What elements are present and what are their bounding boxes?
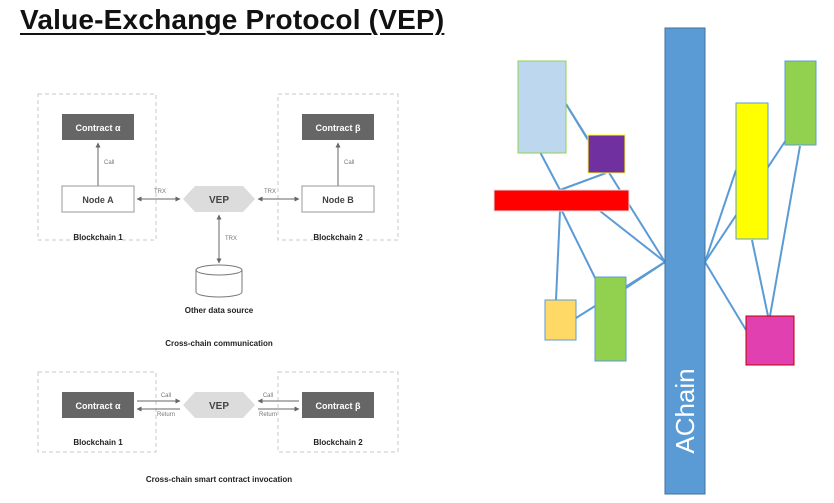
light-orange-node [544, 299, 577, 341]
link-lightblue-red [539, 151, 561, 191]
call-label-left: Call [161, 393, 171, 399]
trx-label-left: TRX [154, 189, 166, 195]
green-node-right [784, 60, 817, 146]
trx-label-down: TRX [225, 236, 237, 242]
blockchain-1-boundary [37, 93, 157, 241]
achain-diagram: AChain [493, 27, 817, 495]
chain-links [539, 103, 801, 331]
call-label-right: Call [263, 393, 273, 399]
link-lightblue-achain [565, 103, 666, 263]
caption-communication: Cross-chain communication [165, 339, 273, 348]
blockchain-1-label: Blockchain 1 [73, 233, 123, 242]
light-blue-node [517, 60, 567, 154]
yellow-node [735, 102, 769, 240]
purple-node [587, 134, 626, 174]
vep-hexagon-bottom [183, 392, 255, 418]
caption-invocation: Cross-chain smart contract invocation [146, 475, 292, 484]
contract-beta-label-bottom: Contract β [316, 401, 362, 411]
achain-label: AChain [670, 368, 700, 453]
link-green-small-achain [625, 261, 666, 289]
achain-main-bar [664, 27, 706, 495]
page-title: Value-Exchange Protocol (VEP) [20, 4, 445, 35]
link-red-purple [559, 172, 607, 191]
blockchain-2-label-bottom: Blockchain 2 [313, 438, 363, 447]
database-icon [195, 264, 243, 298]
contract-alpha-label-bottom: Contract α [75, 401, 121, 411]
data-source-label: Other data source [185, 306, 254, 315]
link-yellow-magenta [751, 239, 769, 317]
vep-label: VEP [209, 195, 229, 206]
link-achain-yellow [704, 169, 737, 263]
contract-beta-label: Contract β [316, 123, 362, 133]
contract-alpha-box-bottom [62, 392, 134, 418]
node-b-label: Node B [322, 195, 354, 205]
node-a-box [61, 185, 135, 213]
magenta-node [745, 315, 795, 366]
call-label-b: Call [344, 160, 354, 166]
call-label-a: Call [104, 160, 114, 166]
link-achain-magenta [704, 261, 747, 331]
return-label-left: Return [157, 412, 175, 418]
contract-alpha-label: Contract α [75, 123, 121, 133]
trx-label-right: TRX [264, 189, 276, 195]
link-green-right-magenta [769, 145, 801, 317]
blockchain-2-label: Blockchain 2 [313, 233, 363, 242]
contract-alpha-box [62, 114, 134, 140]
blockchain-2-boundary-bottom [277, 371, 399, 453]
node-b-box [301, 185, 375, 213]
contract-beta-box-bottom [302, 392, 374, 418]
return-label-right: Return [259, 412, 277, 418]
green-node-small [594, 276, 627, 362]
vep-hexagon [183, 186, 255, 212]
red-node [493, 189, 630, 212]
vep-label-bottom: VEP [209, 401, 229, 412]
blockchain-1-label-bottom: Blockchain 1 [73, 438, 123, 447]
cross-chain-communication-diagram: Contract α Contract β Call Call Node A N… [37, 93, 399, 348]
contract-beta-box [302, 114, 374, 140]
node-a-label: Node A [82, 195, 114, 205]
cross-chain-invocation-diagram: Contract α Contract β VEP Call Return Ca… [37, 371, 399, 484]
blockchain-2-boundary [277, 93, 399, 241]
blockchain-1-boundary-bottom [37, 371, 157, 453]
link-red-achain [599, 210, 666, 263]
link-red-orange [555, 210, 561, 301]
